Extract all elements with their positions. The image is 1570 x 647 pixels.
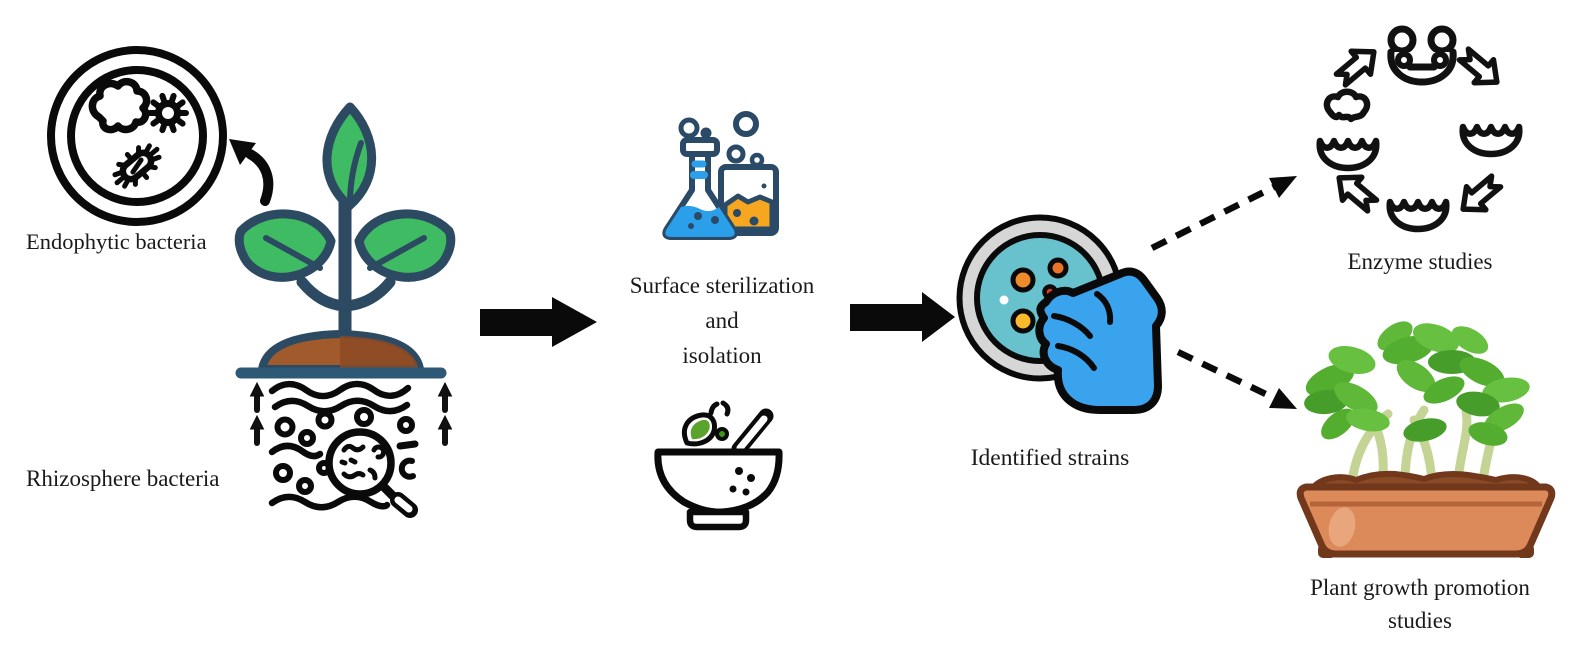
- magnifier-bacteria-icon: [325, 428, 418, 518]
- beaker: [718, 164, 779, 236]
- growth-line-2: studies: [1388, 608, 1452, 633]
- sterilization-label: Surface sterilization and isolation: [597, 268, 847, 373]
- sterilization-line-2: and: [705, 308, 739, 333]
- dashed-arrow-up: [1150, 176, 1297, 251]
- colony: [1047, 257, 1069, 279]
- rhizosphere-bacteria-label: Rhizosphere bacteria: [26, 466, 220, 491]
- flow-arrow-2: [850, 292, 955, 342]
- substrate-piece: [1323, 88, 1371, 123]
- bacterium-blob-icon: [88, 77, 151, 134]
- colony: [1010, 308, 1036, 334]
- mortar-bowl: [654, 448, 783, 516]
- flow-arrow-1: [480, 297, 597, 347]
- growth-line-1: Plant growth promotion: [1310, 575, 1530, 600]
- dashed-arrow-down: [1176, 349, 1297, 409]
- mortar-pestle-icon: [654, 400, 783, 531]
- petri-dish-bacteria-icon: [47, 46, 227, 226]
- sterilization-line-3: isolation: [682, 343, 762, 368]
- flask-beaker-icon: [662, 111, 779, 240]
- leaf-top: [322, 102, 377, 211]
- bacterium-rod-icon: [112, 143, 162, 189]
- seedling-foliage: [1304, 321, 1530, 446]
- plant-growth-label: Plant growth promotion studies: [1294, 571, 1546, 637]
- enzyme-cycle-icon: [1320, 25, 1520, 229]
- erlenmeyer-flask: [662, 137, 738, 240]
- soil-rhizosphere-icon: [251, 383, 452, 518]
- endophytic-bacteria-label: Endophytic bacteria: [26, 229, 207, 254]
- identified-strains-label: Identified strains: [970, 445, 1130, 471]
- sterilization-line-1: Surface sterilization: [629, 273, 815, 298]
- colony: [1010, 267, 1036, 293]
- bacterium-coccus-icon: [147, 92, 189, 134]
- enzyme-studies-label: Enzyme studies: [1347, 249, 1493, 274]
- plant-seedling-icon: [234, 102, 456, 379]
- planter-seedlings-icon: [1296, 321, 1556, 558]
- gloved-hand: [1035, 267, 1166, 414]
- petri-dish-hand-icon: [956, 214, 1166, 414]
- curved-arrow-icon: [229, 139, 274, 206]
